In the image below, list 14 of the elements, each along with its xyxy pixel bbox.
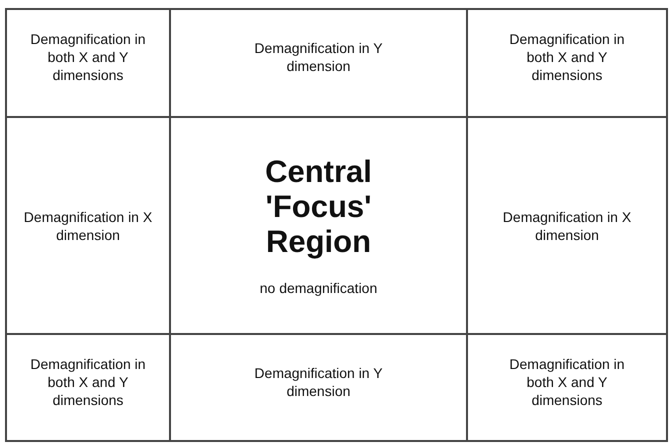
cell-text: Demagnification in both X and Y dimensions [508,30,626,84]
cell-text: Demagnification in X dimension [502,208,632,244]
cell-text: no demagnification [258,279,378,297]
cell-text: Demagnification in Y dimension [253,39,384,75]
cell-text: Demagnification in Y dimension [253,364,384,400]
cell-text: Demagnification in both X and Y dimensions [29,30,147,84]
cell-text: Demagnification in both X and Y dimensions [508,354,626,408]
region-heading: Central 'Focus' Region [264,154,373,259]
grid-cell [5,333,171,442]
grid-cell [466,333,668,442]
grid-cell [5,8,171,118]
cell-text: Demagnification in both X and Y dimensions [29,354,147,408]
cell-text: Demagnification in X dimension [22,208,154,244]
grid-cell [466,8,668,118]
